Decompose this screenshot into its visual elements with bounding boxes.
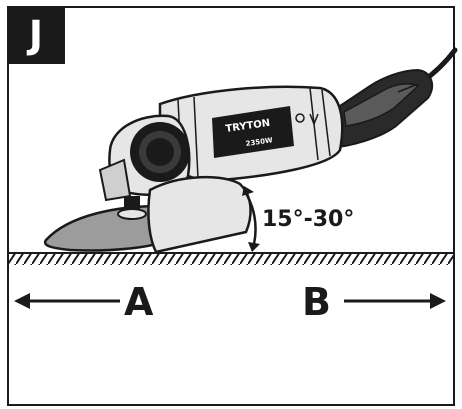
angle-arc: [242, 186, 260, 252]
direction-arrow-right: [344, 293, 446, 309]
figure-frame: [7, 6, 455, 406]
rear-handle: [320, 68, 434, 150]
model-label: 2350W: [245, 136, 273, 148]
brand-plate: TRYTON 2350W: [212, 106, 294, 158]
direction-label-b: B: [302, 280, 331, 324]
disc-guard: [147, 175, 252, 254]
spindle-nut: [117, 196, 147, 220]
switch-detail: [295, 113, 319, 127]
side-handle: [130, 122, 190, 182]
angle-label: 15°-30°: [262, 207, 354, 232]
direction-label-a: A: [124, 280, 154, 324]
ground-surface: [9, 252, 453, 265]
direction-arrow-left: [14, 293, 120, 309]
figure-letter-badge: J: [7, 6, 65, 64]
